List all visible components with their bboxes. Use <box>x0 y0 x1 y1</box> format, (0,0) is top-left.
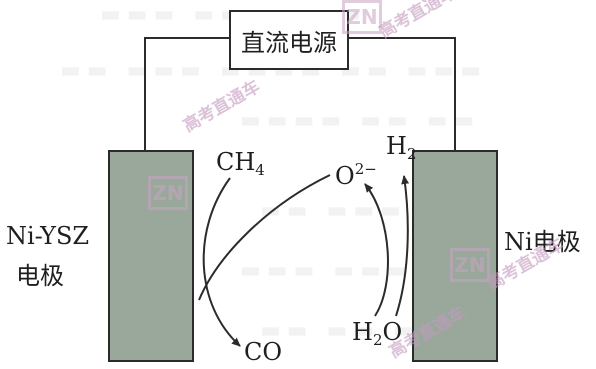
ni-ysz-electrode <box>108 150 194 362</box>
ch4-subscript: 4 <box>255 161 265 179</box>
background-text: ▬▬▬▬ ▬▬ ▬▬ <box>240 108 481 133</box>
watermark-logo: ZN <box>342 0 382 34</box>
species-oxide-ion: O2− <box>335 160 377 190</box>
arrow-h2o-to-o2 <box>364 183 389 317</box>
o2-charge: 2− <box>354 160 377 178</box>
h2o-subscript: 2 <box>372 331 383 349</box>
left-electrode-label-line2: 电极 <box>16 262 64 290</box>
h2o-tail: O <box>382 318 403 346</box>
arrow-o2-curve <box>198 174 331 301</box>
wire-right <box>345 37 456 150</box>
h2-base: H <box>386 132 407 160</box>
ch4-base: CH <box>216 148 256 176</box>
h2-subscript: 2 <box>406 145 417 163</box>
watermark-logo: ZN <box>148 176 188 210</box>
species-h2o: H2O <box>352 318 402 349</box>
species-ch4: CH4 <box>216 148 265 179</box>
watermark-logo: ZN <box>450 248 490 282</box>
h2o-base: H <box>352 318 373 346</box>
right-electrode-label: Ni电极 <box>504 228 581 256</box>
background-text: ▬▬▬ ▬▬▬ <box>240 258 414 283</box>
ni-electrode <box>412 150 498 362</box>
o2-base: O <box>335 162 355 190</box>
wire-left <box>144 37 229 150</box>
arrow-h2o-to-h2 <box>395 175 410 317</box>
dc-power-supply: 直流电源 <box>229 10 349 70</box>
left-electrode-label-line1: Ni-YSZ <box>6 222 90 250</box>
background-text: ▬▬ ▬▬ ▬▬ <box>260 318 447 343</box>
arrow-ch4-to-co <box>202 177 241 347</box>
power-supply-label: 直流电源 <box>241 28 337 57</box>
species-co: CO <box>244 338 283 366</box>
species-h2: H2 <box>386 132 416 163</box>
